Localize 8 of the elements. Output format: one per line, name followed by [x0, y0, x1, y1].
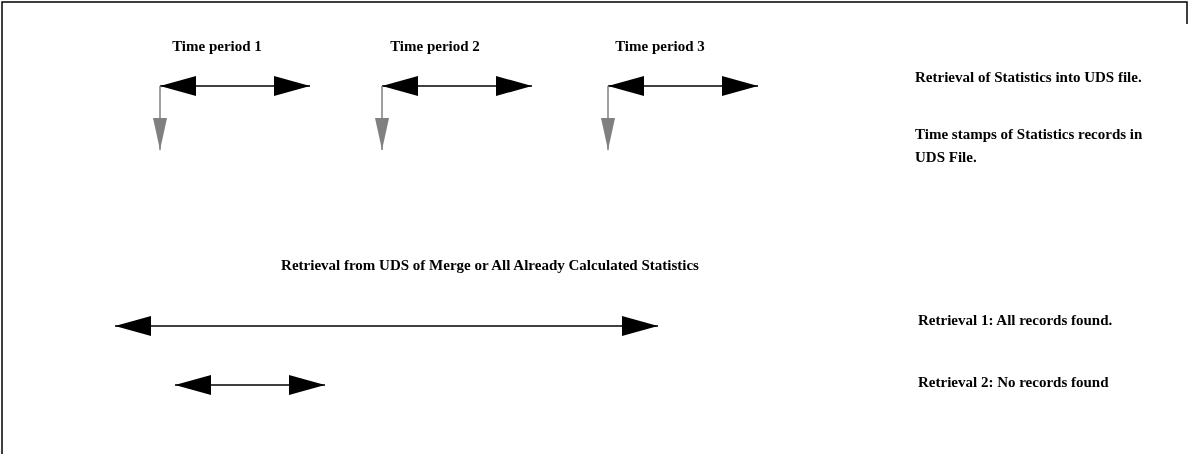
- label-text: Retrieval 1: All records found.: [918, 311, 1114, 330]
- label-text: Retrieval 2: No records found: [918, 373, 1110, 392]
- section-heading: Retrieval from UDS of Merge or All Already Calculated Statistics: [280, 256, 700, 275]
- label-text: Retrieval of Statistics into UDS file.: [915, 68, 1143, 87]
- label-text: Time period 3: [614, 37, 706, 56]
- label-text: Time period 1: [171, 37, 263, 56]
- label-text: Time period 2: [389, 37, 481, 56]
- label-text: Time stamps of Statistics records in UDS File.: [915, 125, 1144, 167]
